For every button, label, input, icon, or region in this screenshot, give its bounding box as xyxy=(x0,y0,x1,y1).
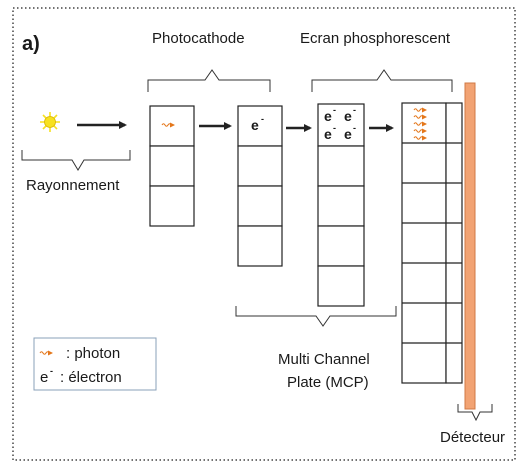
detector-label: Détecteur xyxy=(440,429,505,446)
svg-text:-: - xyxy=(353,123,356,133)
photocathode-label: Photocathode xyxy=(152,30,245,47)
mcp-column-1: e - xyxy=(237,105,283,267)
svg-text:-: - xyxy=(261,114,264,124)
svg-text:-: - xyxy=(333,105,336,115)
mcp-brace xyxy=(235,306,397,327)
legend-electron-symbol: e xyxy=(40,369,48,386)
legend-photon-label: : photon xyxy=(66,345,120,362)
mcp-label-line1: Multi Channel xyxy=(278,351,370,368)
svg-text:e: e xyxy=(251,117,259,133)
photocathode-brace xyxy=(147,69,271,92)
detector-bar xyxy=(464,82,476,410)
sun-icon xyxy=(40,112,60,132)
svg-text:-: - xyxy=(333,123,336,133)
mcp-column-2: e - e - e - e - xyxy=(317,103,365,307)
radiation-label: Rayonnement xyxy=(26,177,120,194)
legend: : photon e - : électron xyxy=(33,337,157,391)
panel-label: a) xyxy=(22,33,40,55)
mcp-label-line2: Plate (MCP) xyxy=(287,374,369,391)
svg-text:e: e xyxy=(324,126,332,142)
screen-brace xyxy=(311,69,453,92)
svg-text:e: e xyxy=(324,108,332,124)
svg-text:e: e xyxy=(344,126,352,142)
svg-text:-: - xyxy=(353,105,356,115)
svg-text:e: e xyxy=(344,108,352,124)
electron-cell: e - xyxy=(251,114,264,133)
figure-frame xyxy=(12,7,516,461)
legend-electron-label: : électron xyxy=(60,369,122,386)
detector-brace xyxy=(457,404,493,422)
screen-column xyxy=(401,102,463,384)
radiation-brace xyxy=(21,150,131,171)
legend-electron-charge: - xyxy=(50,366,53,376)
screen-label: Ecran phosphorescent xyxy=(300,30,451,47)
photocathode-column xyxy=(149,105,195,227)
electron-multiplied-cell: e - e - e - e - xyxy=(324,105,356,142)
